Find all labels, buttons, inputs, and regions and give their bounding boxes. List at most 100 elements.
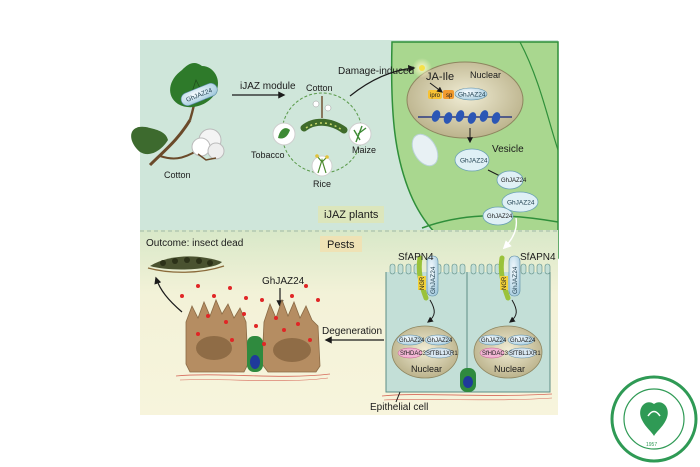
sfhdac3-right-label: SfHDAC3: [482, 351, 509, 357]
maize-disc: [348, 122, 372, 146]
vacuole: [411, 133, 439, 167]
basal-membrane: [381, 393, 553, 397]
ghjaz24-v4-label: GhJAZ24: [487, 214, 513, 220]
vesicle-label: Vesicle: [492, 144, 524, 155]
institute-logo: 1957: [610, 375, 698, 463]
dead-insect: [147, 256, 225, 273]
ghjaz24-dead-label: GhJAZ24: [262, 276, 305, 287]
ghjaz24-receptor-right-pill: [508, 255, 521, 297]
dead-cell-right-nucleus: [273, 338, 311, 362]
ipro-label: ipro: [430, 93, 441, 99]
cotton-small-label: Cotton: [306, 83, 333, 93]
dead-insect-body: [150, 256, 222, 270]
cotton-boll-2: [191, 137, 211, 157]
ijaz-plants-label: iJAZ plants: [324, 209, 379, 221]
membrane-line-2: [179, 377, 329, 382]
ghjaz24-receptor-right-label: GhJAZ24: [512, 266, 519, 294]
ghjaz24-n3-pill: [478, 334, 506, 346]
plant-nucleus: ipro sp GhJAZ24 JA-Ile Nuclear: [406, 61, 524, 139]
epithelial-cell-label: Epithelial cell: [370, 402, 428, 413]
logo-inner-ring: [623, 388, 685, 450]
ngr-box-left: [418, 276, 426, 290]
ghjaz24-n4-label: GhJAZ24: [510, 338, 536, 344]
sfapn4-right-label: SfAPN4: [520, 252, 556, 263]
sftblxr1-right-label: SfTBL1XR1: [509, 351, 541, 357]
rice-label: Rice: [313, 179, 331, 189]
ghjaz24-v1-label: GhJAZ24: [460, 158, 488, 165]
ghjaz24-receptor-left-label: GhJAZ24: [430, 266, 437, 294]
ghjaz24-v2-label: GhJAZ24: [501, 178, 527, 184]
stem-cell-nucleus: [463, 376, 473, 388]
damage-induced-label: Damage-induced: [338, 66, 414, 77]
ghjaz24-receptor-left-pill: [426, 255, 439, 297]
vesicle-pathway: Vesicle GhJAZ24 GhJAZ24 GhJAZ24 GhJAZ24: [454, 128, 539, 226]
damage-induced-arrow: [349, 64, 416, 97]
nuclear-top-label: Nuclear: [470, 70, 501, 80]
ghjaz24-nucleus-pill: [454, 87, 488, 101]
sftblxr1-left-label: SfTBL1XR1: [426, 351, 458, 357]
internalize-arrow-left: [427, 299, 435, 323]
sfhdac3-left-label: SfHDAC3: [400, 351, 427, 357]
ghjaz24-nucleus-label: GhJAZ24: [458, 92, 486, 99]
boll-bract: [197, 153, 217, 161]
basal-membrane-2: [383, 397, 553, 401]
vesicle-to-gut-arrow: [502, 217, 518, 250]
death-arrow: [154, 276, 183, 313]
cotton-leaf-left: [131, 126, 168, 155]
microvilli: [389, 263, 551, 275]
logo-emblem-mark: [647, 410, 661, 417]
logo-year: 1957: [646, 442, 657, 448]
vesicle-1: [454, 148, 490, 172]
ghjaz24-v3-label: GhJAZ24: [507, 200, 535, 207]
rice-grain-2: [325, 155, 329, 159]
vesicle-3: [501, 191, 539, 213]
ghjaz24-cotton-pill: [180, 82, 218, 106]
ngr-left-label: NGR: [420, 276, 426, 290]
pests-box: [320, 236, 362, 252]
cell-wall-line: [421, 215, 559, 229]
ghjaz24-n4-pill: [507, 334, 535, 346]
signal-dot: [419, 65, 425, 71]
cotton-boll-3: [207, 142, 225, 160]
sfhdac3-left-pill: [397, 347, 423, 359]
dead-insect-ground: [147, 265, 225, 273]
cotton-plant-label: Cotton: [164, 170, 191, 180]
membrane-line: [175, 373, 331, 377]
internalize-arrow-right: [509, 299, 517, 323]
cotton-plant: GhJAZ24 Cotton: [131, 63, 225, 180]
cell-wall-line-3: [519, 41, 559, 151]
ghjaz24-n3-label: GhJAZ24: [481, 338, 507, 344]
ja-ile-label: JA-Ile: [426, 71, 454, 83]
dna-chromatin: [431, 110, 501, 124]
pests-label: Pests: [327, 239, 355, 251]
ghjaz24-n1-label: GhJAZ24: [399, 338, 425, 344]
sfapn4-left-label: SfAPN4: [398, 252, 434, 263]
dead-cell-left-nucleus: [196, 336, 232, 360]
epithelial-pointer: [395, 391, 401, 403]
ghjaz24-n2-pill: [424, 334, 452, 346]
ja-ile-arrow: [429, 82, 443, 93]
tobacco-label: Tobacco: [251, 150, 285, 160]
tobacco-icon: [278, 128, 290, 139]
sp-box: [443, 90, 454, 99]
ijaz-plants-box: [318, 206, 384, 223]
logo-emblem: [640, 402, 668, 436]
dead-stem-cell-nucleus: [250, 355, 260, 369]
nuclear-right-label: Nuclear: [494, 364, 525, 374]
degeneration-label: Degeneration: [322, 326, 382, 337]
cotton-small-boll-2: [324, 104, 332, 112]
cotton-stem: [148, 119, 192, 167]
maize-label: Maize: [352, 145, 376, 155]
dead-insect-segments: [160, 257, 213, 266]
ghjaz24-n1-pill: [396, 334, 424, 346]
ngr-right-label: NGR: [502, 276, 508, 290]
ghjaz24-n2-label: GhJAZ24: [427, 338, 453, 344]
ijaz-module-label: iJAZ module: [240, 81, 296, 92]
vesicle-4: [482, 206, 514, 226]
caterpillar-icon: [300, 118, 348, 134]
epithelial-cells: NGR NGR GhJAZ24 GhJAZ24 SfAPN4 SfAPN4 Gh…: [381, 252, 556, 401]
sftblxr1-right-pill: [507, 347, 537, 359]
toxin-dots: [180, 284, 320, 346]
sfhdac3-right-pill: [479, 347, 505, 359]
